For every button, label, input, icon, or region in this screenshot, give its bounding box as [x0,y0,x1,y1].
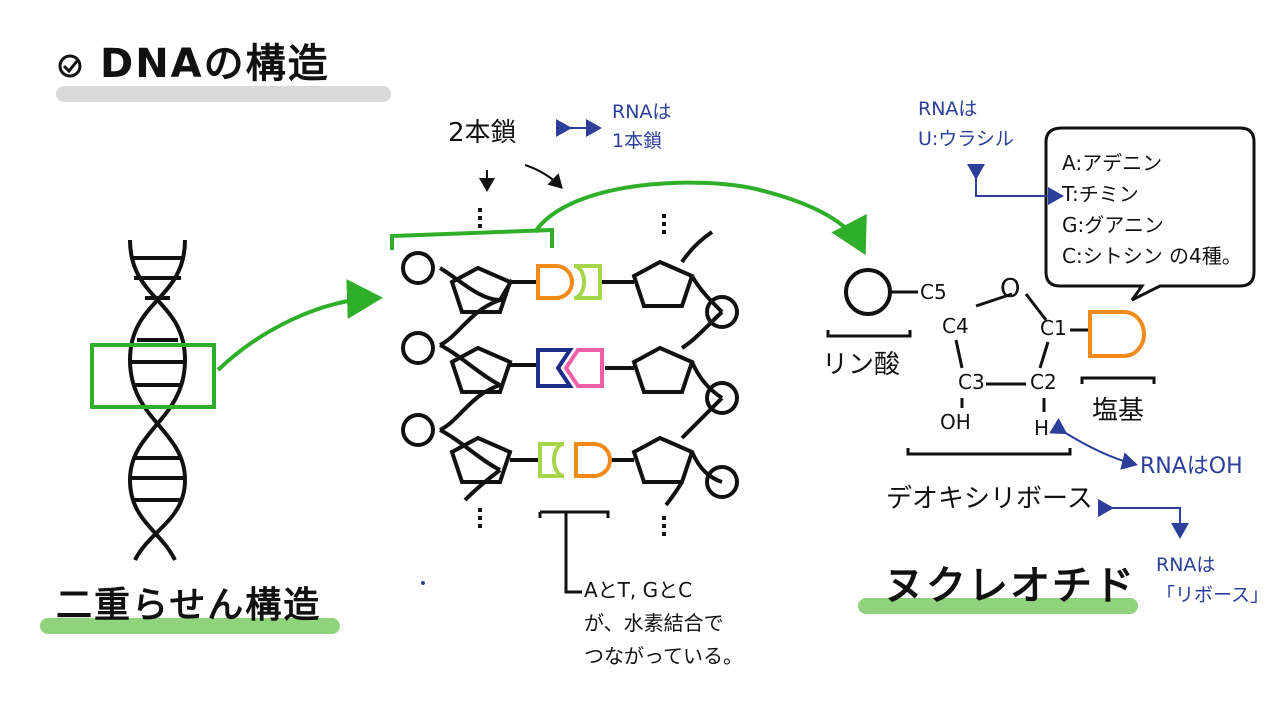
base-pair-2 [536,348,604,388]
page-title: DNAの構造 [100,41,330,87]
phosphate-label: リン酸 [822,350,901,380]
rna-single-strand-note: RNAは 1本鎖 [612,101,672,152]
bases-list: A:アデニン T:チミン G:グアニン C:シトシン の4種。 [1062,148,1242,272]
rna-uracil-note: RNAは U:ウラシル [918,98,1014,151]
dna-strand-drawing [401,208,739,538]
double-helix-label: 二重らせん構造 [56,585,322,626]
helix-zoom-box [90,343,216,409]
zoom-arrow [216,279,383,372]
uracil-arrow [967,164,1064,205]
base-label: 塩基 [1092,396,1145,426]
rna-oh-note: RNAはOH [1140,454,1243,479]
oh-arrow [1049,418,1138,470]
base-thymine: T:チミン [1062,182,1139,206]
base-d-shape [1088,310,1146,358]
base-pair-1 [536,264,602,300]
atom-c3: C3 [958,370,985,394]
atom-h: H [1034,416,1050,440]
strand-bracket [390,227,554,250]
atom-oh: OH [940,410,971,434]
nucleotide-highlight [858,598,1138,614]
nucleotide-arrow [533,180,867,256]
bases-speech-bubble [1044,126,1256,302]
base-cytosine: C:シトシン の4種。 [1062,244,1242,268]
atom-c1: C1 [1040,316,1067,340]
hbond-bracket [538,510,610,594]
atom-o: O [1000,274,1021,304]
base-adenine: A:アデニン [1062,151,1163,175]
ribose-arrow [1098,499,1189,539]
title-highlight [56,86,391,102]
nucleotide-label: ヌクレオチド [884,563,1136,609]
base-guanine: G:グアニン [1062,213,1164,237]
double-helix-highlight [40,618,340,634]
base-pair-3 [538,442,612,478]
atom-c4: C4 [942,314,969,338]
atom-c5: C5 [920,280,947,304]
double-helix-drawing [127,239,188,561]
double-strand-label: 2本鎖 [448,118,517,148]
check-circle-icon [58,54,82,78]
hydrogen-bond-note: AとT, GとC が、水素結合で つながっている。 [584,578,743,668]
rna-ribose-note: RNAは 「リボース」 [1156,554,1270,607]
deoxyribose-label: デオキシリボース [886,484,1093,514]
atom-c2: C2 [1030,370,1057,394]
nucleotide-drawing [826,268,1156,456]
strand-pointer-2 [524,164,563,189]
